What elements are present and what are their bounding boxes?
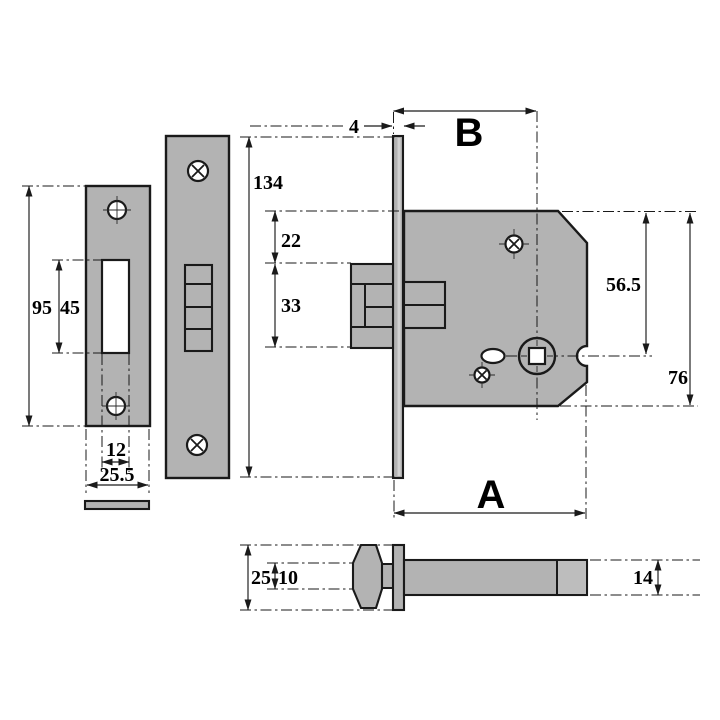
- dim-12-label: 12: [106, 439, 126, 461]
- dim-56-5: 56.5: [562, 211, 696, 355]
- spindle-follower: [517, 336, 557, 376]
- dim-14: 14: [590, 559, 700, 596]
- bolt-head: [351, 543, 384, 610]
- dim-33-label: 33: [281, 295, 301, 317]
- case-screw-top: [499, 229, 529, 259]
- dim-95-label: 95: [32, 297, 52, 319]
- strike-plate-packing-strip: [83, 499, 151, 511]
- dim-45: 45: [52, 259, 102, 354]
- dim-22-label: 22: [281, 230, 301, 252]
- dim-33: 33: [265, 263, 351, 348]
- dim-95: 95: [22, 185, 86, 427]
- faceplate-latch-opening: [183, 263, 214, 353]
- strike-plate-screw-hole-top: [103, 196, 131, 224]
- dim-45-label: 45: [60, 297, 80, 319]
- dim-B: B: [393, 107, 537, 155]
- strike-plate-view: 95 45 12 25.5: [22, 184, 152, 511]
- dim-22: 22: [265, 210, 403, 264]
- dim-76: 76: [560, 212, 698, 407]
- latch-bolt: [349, 262, 447, 350]
- strike-plate-screw-hole-bottom: [102, 392, 130, 420]
- dim-25-5-label: 25.5: [100, 464, 135, 486]
- dim-10-label: 10: [278, 567, 298, 589]
- dim-25: 25: [240, 544, 402, 611]
- faceplate-screw-bottom: [185, 433, 209, 457]
- dim-14-label: 14: [633, 567, 653, 589]
- dim-10: 10: [267, 562, 352, 590]
- bolt-section-view: 25 10 14: [240, 543, 700, 612]
- dim-56-5-label: 56.5: [606, 274, 641, 296]
- oval-hole: [480, 347, 506, 365]
- faceplate-screw-top: [186, 159, 210, 183]
- lock-case-view: 4 B 134 22 33 56.5 76: [240, 107, 698, 521]
- strike-plate-cutout: [100, 258, 131, 355]
- case-screw-bottom: [469, 362, 495, 388]
- dim-A: A: [393, 385, 587, 521]
- dim-12: 12: [101, 354, 130, 472]
- dim-76-label: 76: [668, 367, 688, 389]
- spindle-square-hole: [527, 346, 547, 366]
- dim-134-label: 134: [253, 172, 283, 194]
- bolt-neck: [381, 564, 394, 588]
- dim-25-5: 25.5: [85, 429, 150, 493]
- dim-B-label: B: [455, 111, 484, 155]
- dim-4-label: 4: [349, 116, 359, 138]
- faceplate-view: [164, 134, 231, 480]
- bolt-tail-end: [558, 561, 586, 594]
- faceplate-section: [391, 543, 406, 612]
- dim-A-label: A: [477, 473, 506, 517]
- dim-134: 134: [240, 136, 398, 478]
- dim-4: 4: [250, 112, 425, 138]
- dim-25-label: 25: [251, 567, 271, 589]
